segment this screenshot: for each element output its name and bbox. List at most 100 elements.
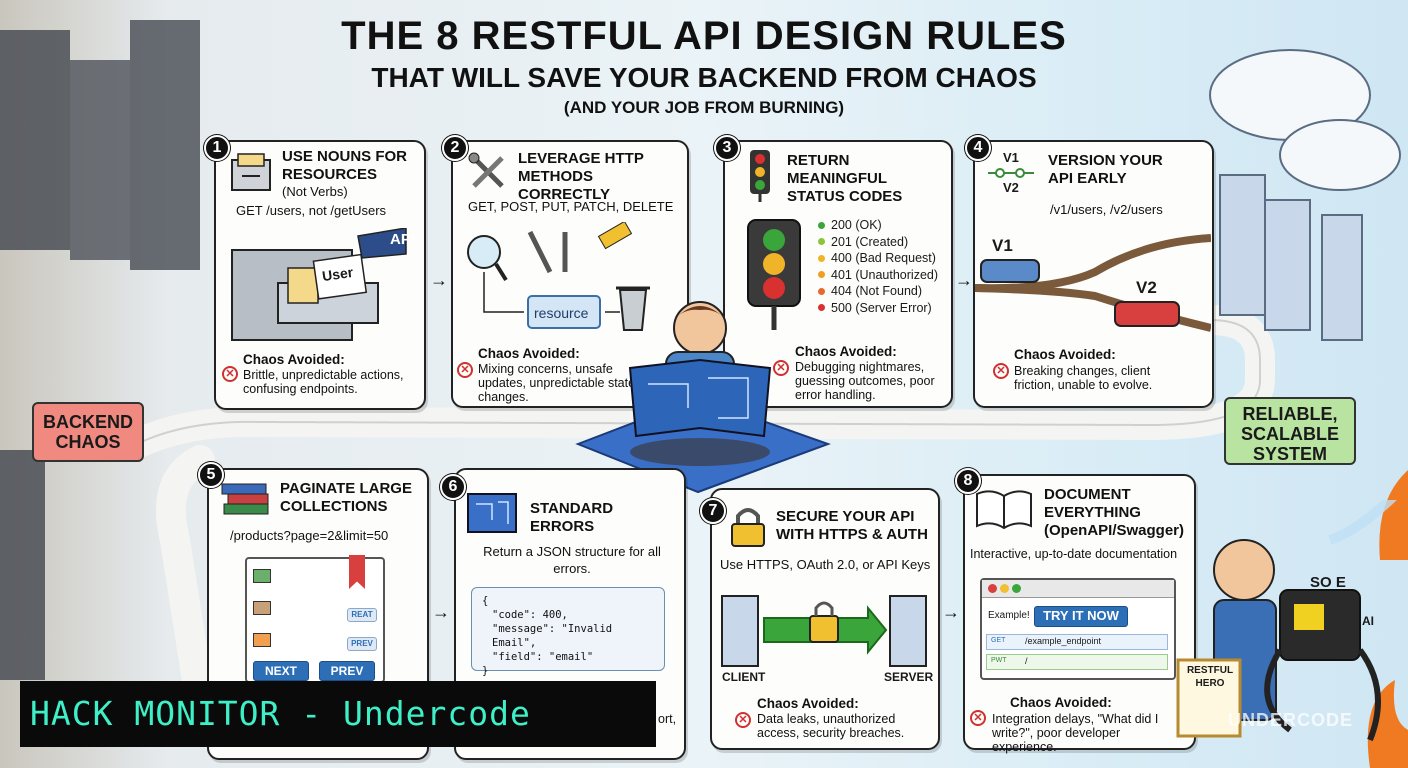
code-line: "code": 400, <box>492 609 568 621</box>
rule-example-2: GET, POST, PUT, PATCH, DELETE <box>468 199 674 214</box>
maximize-dot-icon <box>1012 584 1021 593</box>
method-badge: PWT <box>991 657 1007 664</box>
chaos-desc-8: Integration delays, "What did I write?",… <box>992 712 1159 754</box>
version-switch-icon <box>988 168 1034 178</box>
page-tagline: (AND YOUR JOB FROM BURNING) <box>563 98 845 117</box>
partial-chaos-text: ort, <box>658 712 677 726</box>
code-line: } <box>482 665 489 677</box>
status-code-item: 401 (Unauthorized) <box>818 267 938 284</box>
method-badge: GET <box>991 637 1006 644</box>
endpoint-row: GET /example_endpoint <box>986 634 1168 650</box>
resource-label: resource <box>534 305 589 321</box>
window-titlebar <box>982 580 1174 598</box>
padlock-icon <box>731 508 765 547</box>
hack-monitor-banner: HACK MONITOR - Undercode <box>20 681 656 747</box>
status-code-item: 500 (Server Error) <box>818 300 938 317</box>
reliable-system-label: RELIABLE, SCALABLE SYSTEM <box>1241 404 1339 464</box>
status-code-text: 200 (OK) <box>831 218 882 232</box>
try-it-now-button[interactable]: TRY IT NOW <box>1034 606 1128 627</box>
file-cabinet-icon <box>231 153 271 191</box>
developer-with-blueprint-illustration <box>575 301 831 494</box>
endpoint-path: / <box>1025 656 1028 666</box>
chaos-label-8: Chaos Avoided: <box>1010 695 1112 710</box>
prev-button[interactable]: PREV <box>319 661 375 681</box>
track-label-v2: V2 <box>1136 278 1157 297</box>
rule-example-6: Return a JSON structure for all errors. <box>483 544 661 576</box>
chaos-desc-1: Brittle, unpredictable actions, confusin… <box>243 368 404 396</box>
endpoint-row: PWT / <box>986 654 1168 670</box>
chaos-label-1: Chaos Avoided: <box>243 352 345 367</box>
train-tracks-illustration <box>975 234 1211 332</box>
chaos-desc-7: Data leaks, unauthorized access, securit… <box>757 712 905 740</box>
flow-arrow: → <box>432 602 450 622</box>
status-dot <box>818 254 825 262</box>
rule-number-8: 8 <box>955 468 981 494</box>
ai-chip-label: AI <box>1362 614 1374 628</box>
hero-developer-illustration <box>1176 500 1397 742</box>
status-dot <box>818 304 825 312</box>
version-icon-v2: V2 <box>1003 180 1019 195</box>
flow-arrow: → <box>942 602 960 622</box>
chaos-label-7: Chaos Avoided: <box>757 696 859 711</box>
status-code-item: 201 (Created) <box>818 234 938 251</box>
x-circle-icon: ✕ <box>457 362 473 378</box>
api-label: API <box>390 231 416 248</box>
status-code-text: 404 (Not Found) <box>831 284 923 298</box>
minimize-dot-icon <box>1000 584 1009 593</box>
next-button[interactable]: NEXT <box>253 661 309 681</box>
prev-small-button[interactable]: PREV <box>347 637 377 651</box>
chaos-desc-3: Debugging nightmares, guessing outcomes,… <box>795 360 935 402</box>
traffic-light-illustration <box>747 219 801 330</box>
rule-example-1: GET /users, not /getUsers <box>236 203 387 218</box>
client-server-illustration <box>721 595 927 667</box>
chaos-desc-4: Breaking changes, client friction, unabl… <box>1014 364 1153 392</box>
rule-number-4: 4 <box>965 135 991 161</box>
traffic-light-icon <box>750 150 770 202</box>
code-line: "message": "Invalid Email", <box>492 623 613 649</box>
rule-example-5: /products?page=2&limit=50 <box>230 528 389 543</box>
status-dot <box>818 238 825 246</box>
open-book-icon <box>976 490 1032 530</box>
backend-chaos-label: BACKEND CHAOS <box>43 412 133 452</box>
book-stack-icon <box>221 483 269 515</box>
rule-title-1: USE NOUNS FOR RESOURCES <box>282 148 408 183</box>
certificate-text: RESTFUL HERO <box>1186 665 1234 689</box>
rule-card-2 <box>451 140 689 408</box>
status-code-text: 500 (Server Error) <box>831 300 932 315</box>
flow-arrow: → <box>430 270 448 290</box>
close-dot-icon <box>988 584 997 593</box>
status-dot <box>818 287 825 295</box>
status-code-item: 404 (Not Found) <box>818 283 938 300</box>
code-line: "field": "email" <box>492 651 594 663</box>
chaos-label-2: Chaos Avoided: <box>478 346 580 361</box>
track-label-v1: V1 <box>992 236 1013 255</box>
status-code-text: 400 (Bad Request) <box>831 251 936 265</box>
status-code-text: 401 (Unauthorized) <box>831 267 939 282</box>
rule-number-6: 6 <box>440 474 466 500</box>
swagger-doc-window: Example! TRY IT NOW GET /example_endpoin… <box>980 578 1176 680</box>
corner-text: SO E <box>1310 574 1346 591</box>
rule-number-1: 1 <box>204 135 230 161</box>
x-circle-icon: ✕ <box>993 363 1009 379</box>
rule-title-6: STANDARD ERRORS <box>530 500 614 535</box>
rate-button[interactable]: REAT <box>347 608 377 622</box>
x-circle-icon: ✕ <box>773 360 789 376</box>
doc-example-label: Example! <box>988 610 1030 621</box>
http-methods-illustration <box>467 222 650 331</box>
chaos-label-3: Chaos Avoided: <box>795 344 897 359</box>
page-title: THE 8 RESTFUL API DESIGN RULES <box>341 14 1067 58</box>
rule-title-7: SECURE YOUR API WITH HTTPS & AUTH <box>776 508 928 543</box>
rule-example-7: Use HTTPS, OAuth 2.0, or API Keys <box>720 557 931 572</box>
reliable-system-sign: RELIABLE, SCALABLE SYSTEM <box>1224 397 1356 465</box>
x-circle-icon: ✕ <box>222 366 238 382</box>
rule-number-2: 2 <box>442 135 468 161</box>
rule-note-1: (Not Verbs) <box>282 184 348 199</box>
rule-title-8: DOCUMENT EVERYTHING <box>1044 486 1141 521</box>
status-code-text: 201 (Created) <box>831 234 909 249</box>
rule-number-7: 7 <box>700 498 726 524</box>
rule-number-5: 5 <box>198 462 224 488</box>
list-row <box>253 569 271 583</box>
error-json-code: { "code": 400, "message": "Invalid Email… <box>471 587 665 677</box>
list-row <box>253 633 271 647</box>
flow-arrow: → <box>955 270 973 290</box>
